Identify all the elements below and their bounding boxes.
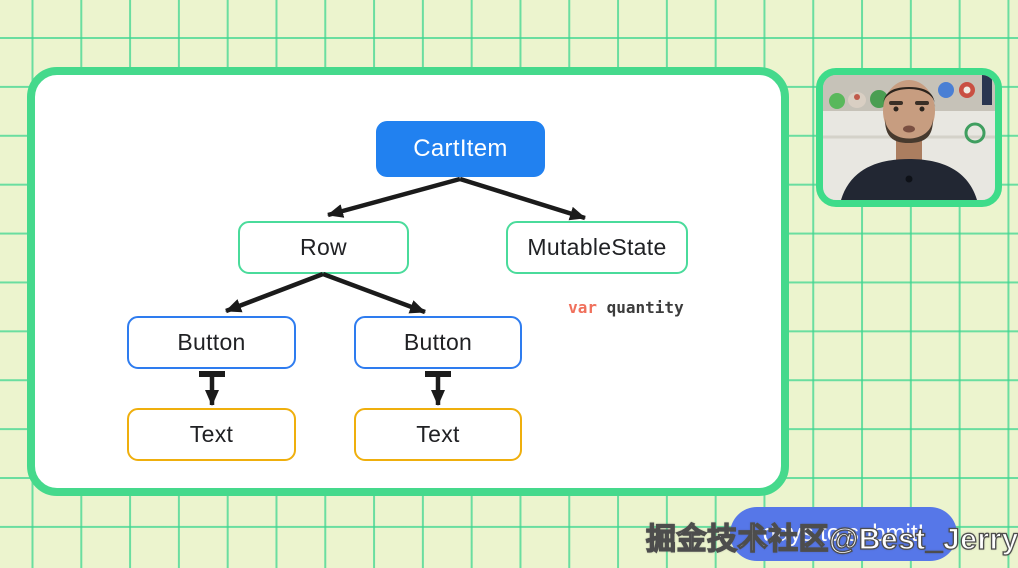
green-ring-sticker-icon <box>964 122 986 144</box>
slide-panel: CartItem Row MutableState var quantity B… <box>27 67 789 496</box>
node-cartitem: CartItem <box>376 121 545 177</box>
node-text-2: Text <box>354 408 522 461</box>
edge-row-button-2 <box>322 271 426 315</box>
presenter-eye <box>893 106 899 112</box>
node-button-1-label: Button <box>177 329 246 355</box>
code-keyword: var <box>568 298 597 317</box>
code-annotation: var quantity <box>506 279 688 336</box>
code-identifier: quantity <box>597 298 684 317</box>
node-button-1: Button <box>127 316 296 369</box>
edge-cartitem-mutablestate <box>459 176 586 221</box>
node-button-2-label: Button <box>403 329 473 355</box>
caption-bubble: days to submit! <box>730 507 957 561</box>
blue-sticker-icon <box>938 82 954 98</box>
lapel-mic-icon <box>905 175 913 183</box>
node-row: Row <box>238 221 409 274</box>
presenter-face <box>883 80 935 142</box>
caption-text: days to submit! <box>762 520 925 547</box>
edge-cartitem-row <box>327 176 461 218</box>
node-mutablestate-label: MutableState <box>527 234 667 260</box>
node-row-label: Row <box>300 234 347 260</box>
webcam-overlay <box>816 68 1002 207</box>
presenter-eyebrow <box>889 101 903 105</box>
node-text-1-label: Text <box>189 421 234 447</box>
presenter <box>841 80 977 200</box>
node-text-2-label: Text <box>416 421 460 447</box>
red-sticker-center-icon <box>963 86 971 94</box>
edge-row-button-1 <box>225 271 324 314</box>
node-button-2: Button <box>354 316 522 369</box>
presenter-beard <box>885 119 933 143</box>
door-frame <box>982 75 992 105</box>
presenter-eye <box>919 106 925 112</box>
android-figurine-icon <box>829 93 845 109</box>
node-cartitem-label: CartItem <box>413 135 508 162</box>
node-text-1: Text <box>127 408 296 461</box>
presenter-mouth <box>903 125 915 133</box>
figurine-dot-icon <box>854 94 860 100</box>
presenter-eyebrow <box>915 101 929 105</box>
watermark: 掘金技术社区@Best_Jerry <box>645 522 1018 556</box>
android-figurine-icon <box>870 90 888 108</box>
presenter-video <box>823 75 995 200</box>
node-mutablestate: MutableState <box>506 221 688 274</box>
